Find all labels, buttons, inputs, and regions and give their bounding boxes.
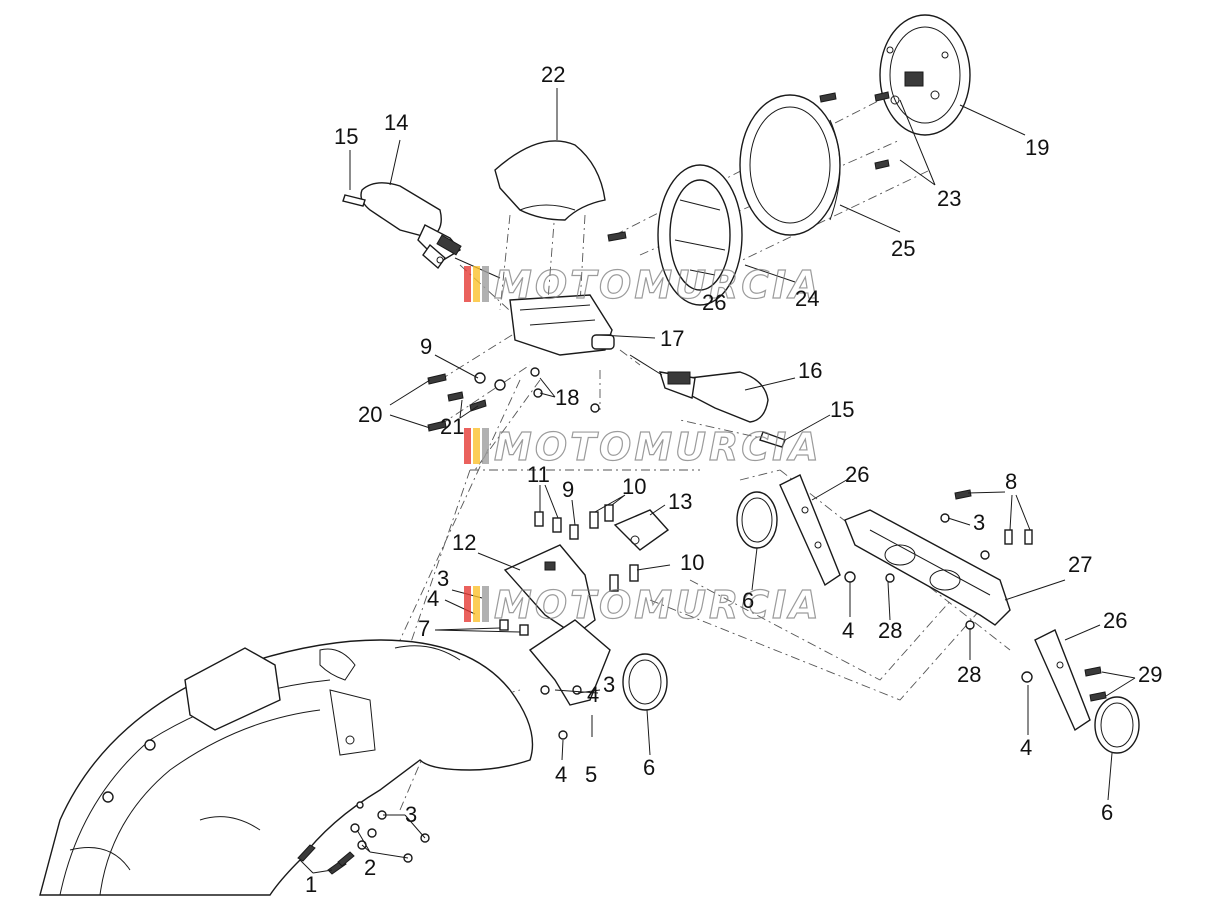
brackets-26 [779, 474, 1091, 732]
callout-7: 7 [418, 616, 430, 641]
leader-lines [299, 88, 1136, 874]
callout-3: 3 [973, 510, 985, 535]
callout-20: 20 [358, 402, 382, 427]
callout-14: 14 [384, 110, 408, 135]
cover [494, 140, 606, 221]
reflectors [622, 491, 1140, 754]
callout-4: 4 [427, 586, 439, 611]
callout-26: 26 [702, 290, 726, 315]
callout-23: 23 [937, 186, 961, 211]
watermark-middle: MOTOMURCIA [464, 424, 822, 470]
callout-6: 6 [1101, 800, 1113, 825]
supports [503, 509, 670, 706]
callout-24: 24 [795, 286, 819, 311]
callout-11: 11 [527, 462, 550, 487]
light-bracket [509, 294, 615, 356]
turn-signal-left [342, 182, 501, 279]
callout-15: 15 [334, 124, 358, 149]
callout-16: 16 [798, 358, 822, 383]
callout-4: 4 [1020, 735, 1032, 760]
watermark-bottom: MOTOMURCIA [464, 582, 822, 628]
watermark-text: MOTOMURCIA [494, 583, 822, 627]
fasteners [297, 91, 1107, 875]
callout-3: 3 [603, 672, 615, 697]
callout-6: 6 [742, 588, 754, 613]
callout-10: 10 [680, 550, 704, 575]
callout-25: 25 [891, 236, 915, 261]
callout-6: 6 [643, 755, 655, 780]
callout-28: 28 [878, 618, 902, 643]
callout-3: 3 [437, 566, 449, 591]
callout-18: 18 [555, 385, 579, 410]
callout-26: 26 [845, 462, 869, 487]
rear-fender [39, 639, 534, 896]
callout-26: 26 [1103, 608, 1127, 633]
callout-29: 29 [1138, 662, 1162, 687]
lamp-assembly [657, 14, 971, 306]
callout-3: 3 [405, 802, 417, 827]
callout-4: 4 [555, 762, 567, 787]
callout-9: 9 [420, 334, 432, 359]
turn-signal-right [629, 354, 786, 448]
callout-2: 2 [364, 855, 376, 880]
callout-28: 28 [957, 662, 981, 687]
callout-10: 10 [622, 474, 646, 499]
callout-27: 27 [1068, 552, 1092, 577]
callout-4: 4 [587, 682, 599, 707]
callout-12: 12 [452, 530, 476, 555]
watermark-top: MOTOMURCIA [464, 262, 822, 308]
callout-5: 5 [585, 762, 597, 787]
callout-8: 8 [1005, 469, 1017, 494]
callout-15: 15 [830, 397, 854, 422]
callout-labels: 22 15 14 19 23 25 24 26 17 9 16 20 18 15… [305, 62, 1162, 897]
callout-13: 13 [668, 489, 692, 514]
callout-4: 4 [842, 618, 854, 643]
callout-17: 17 [660, 326, 684, 351]
callout-21: 21 [440, 414, 464, 439]
callout-9: 9 [562, 477, 574, 502]
watermark-text: MOTOMURCIA [494, 263, 822, 307]
callout-22: 22 [541, 62, 565, 87]
callout-19: 19 [1025, 135, 1049, 160]
callout-1: 1 [305, 872, 317, 897]
plate-holder [844, 509, 1011, 626]
watermark-text: MOTOMURCIA [494, 425, 822, 469]
